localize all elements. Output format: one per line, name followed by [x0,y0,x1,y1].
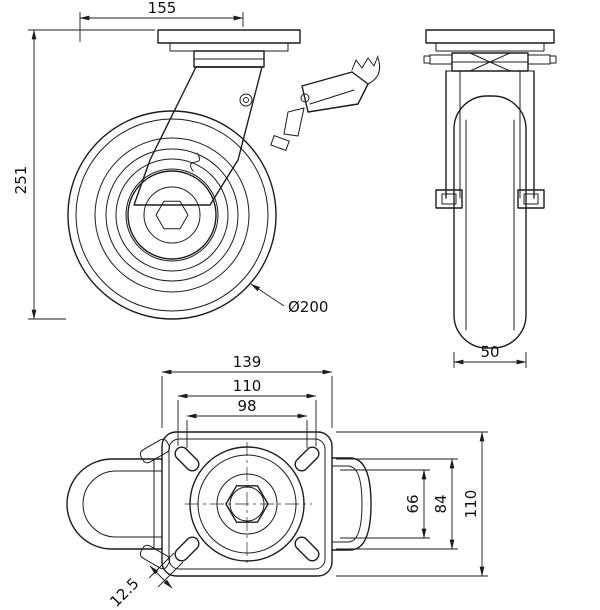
dim-label-155: 155 [148,0,177,17]
brake-spring [351,55,379,71]
dim-label-98: 98 [237,397,256,415]
swivel-ring-inner [197,454,297,554]
brake-top [66,438,171,570]
dim-wheel-diameter: Ø200 [250,283,328,316]
plate-flange-side [435,42,545,52]
axle-nut-right-inner [523,193,539,205]
bolt-slot-bottom-left [174,536,200,562]
brake-pedal-plate [301,71,369,113]
wheel-tire-inner [75,118,269,312]
fork-bolt [239,93,253,107]
hub [143,186,201,244]
kingpin-bore [229,486,265,522]
dim-plate-width: 110 [336,431,488,577]
slot-shape [174,536,200,562]
wheel-side-profile [453,95,527,349]
dim-label-110h: 110 [233,377,262,395]
wheel-front [67,110,277,320]
kingpin-hex [225,485,269,523]
side-bolt-left [429,54,453,65]
dim-label-139: 139 [233,353,262,371]
brake-pivot [300,93,310,103]
brake-spring-wire [367,57,381,85]
wheel-rim-ring-2 [105,148,239,282]
mounting-plate-front [157,29,301,44]
dim-label-12-5: 12.5 [106,574,142,610]
top-view: 139 110 98 66 84 [66,353,488,610]
brake-tab-shape [139,438,171,464]
axle-nut-right [517,189,545,209]
axle-hex-nut [155,200,189,230]
swivel-ring-outer [189,446,305,562]
dim-slot-width: 12.5 [106,552,184,610]
bolt-slot-top-right [294,446,320,472]
dim-plate-length: 139 [161,353,333,428]
dim-bolt-span-vert-outer: 84 [336,458,458,550]
side-view: 50 [423,29,557,368]
brake-housing-outer [66,458,163,550]
bolt-cap-right [549,55,557,64]
wheel-rim-ring-4 [125,168,219,262]
brake-arm [283,107,305,137]
hub-boss [127,170,217,260]
brake-tab-shape [139,544,171,570]
brake-pedal-rib [309,89,355,105]
bolt-cap-left [423,55,431,64]
slot-shape [174,446,200,472]
slot-shape [294,446,320,472]
fork-bolt-center [243,97,249,103]
axle-nut-left [435,189,463,209]
mounting-plate-side [425,29,555,44]
dim-bolt-span-outer: 110 [177,377,317,446]
plate-flange-front [169,42,289,52]
wheel-tire-outer [67,110,277,320]
dim-front-width: 155 [79,0,244,42]
bolt-slot-top-left [174,446,200,472]
side-bolt-right [527,54,551,65]
dim-label-diameter: Ø200 [288,298,328,316]
dim-label-50: 50 [480,343,499,361]
front-view: 155 251 Ø200 [12,0,381,320]
leader-line [250,283,285,307]
fork-legs-side [445,70,535,199]
slot-shape [294,536,320,562]
mounting-plate-top-inner [168,438,326,570]
dim-front-height: 251 [12,29,155,320]
brake-shoe [270,135,290,151]
raceway-detail [469,52,511,72]
kingpin-boss [216,473,278,535]
brake-housing-inner [82,470,163,538]
dim-label-84: 84 [432,494,450,513]
dim-wheel-width: 50 [453,343,527,368]
wheel-rim-ring-1 [94,137,250,293]
brake-tab-top [139,438,171,464]
axle-nut-left-inner [441,193,457,205]
dimension-line [149,565,173,589]
brake-pedal-front [270,55,381,151]
fork-leg [133,66,263,206]
dim-bolt-span-inner: 98 [186,397,308,448]
mounting-plate-top [161,431,333,577]
wheel-top-outer [331,457,372,551]
brake-tab-bottom [139,544,171,570]
dim-label-251: 251 [12,166,30,195]
brand-logo [190,152,201,172]
dim-bolt-span-vert-inner: 66 [340,469,430,539]
wheel-rim-ring-3 [115,158,229,272]
wheel-top-inner [331,465,363,543]
bolt-slot-bottom-right [294,536,320,562]
dim-label-66: 66 [404,494,422,513]
dim-label-110v: 110 [462,490,480,519]
